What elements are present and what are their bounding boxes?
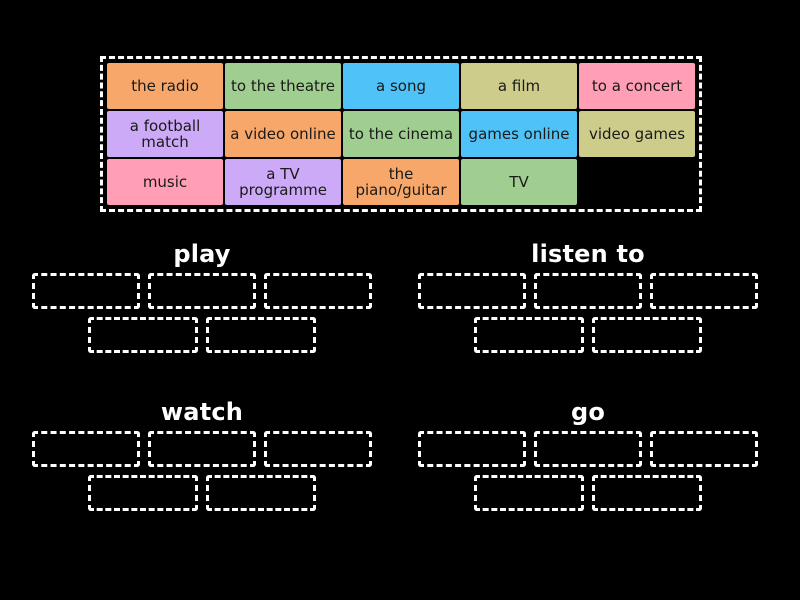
drop-slot[interactable] bbox=[592, 475, 702, 511]
category-title-watch: watch bbox=[160, 398, 244, 426]
drop-slot[interactable] bbox=[418, 431, 526, 467]
drop-slot[interactable] bbox=[264, 431, 372, 467]
category-group-go: go bbox=[408, 393, 768, 548]
drop-slots-go bbox=[408, 431, 768, 541]
word-tile[interactable]: to the cinema bbox=[343, 111, 459, 157]
category-title-play: play bbox=[173, 240, 231, 268]
drop-slot[interactable] bbox=[148, 431, 256, 467]
drop-slots-watch bbox=[22, 431, 382, 541]
drop-slot[interactable] bbox=[148, 273, 256, 309]
category-group-listen-to: listen to bbox=[408, 235, 768, 390]
word-tile[interactable]: the piano/guitar bbox=[343, 159, 459, 205]
word-tile[interactable]: games online bbox=[461, 111, 577, 157]
word-tile[interactable]: music bbox=[107, 159, 223, 205]
drop-slots-listen-to bbox=[408, 273, 768, 383]
word-tile[interactable]: a song bbox=[343, 63, 459, 109]
drop-slot-row bbox=[22, 273, 382, 309]
drop-slot[interactable] bbox=[650, 273, 758, 309]
category-group-play: play bbox=[22, 235, 382, 390]
word-tile[interactable]: a video online bbox=[225, 111, 341, 157]
drop-slot[interactable] bbox=[88, 317, 198, 353]
drop-slot[interactable] bbox=[418, 273, 526, 309]
word-tile[interactable]: video games bbox=[579, 111, 695, 157]
drop-slot[interactable] bbox=[534, 273, 642, 309]
drop-slot[interactable] bbox=[206, 317, 316, 353]
word-tile[interactable]: a football match bbox=[107, 111, 223, 157]
drop-slot-row bbox=[22, 475, 382, 511]
drop-slot[interactable] bbox=[650, 431, 758, 467]
drop-slot[interactable] bbox=[264, 273, 372, 309]
drop-slot-row bbox=[22, 317, 382, 353]
drop-slots-play bbox=[22, 273, 382, 383]
drop-slot[interactable] bbox=[474, 475, 584, 511]
drop-slot-row bbox=[408, 431, 768, 467]
drop-slot[interactable] bbox=[534, 431, 642, 467]
drop-slot-row bbox=[408, 475, 768, 511]
word-tile[interactable]: to the theatre bbox=[225, 63, 341, 109]
drop-slot-row bbox=[408, 273, 768, 309]
word-tile[interactable]: the radio bbox=[107, 63, 223, 109]
drop-slot[interactable] bbox=[32, 273, 140, 309]
drop-slot[interactable] bbox=[88, 475, 198, 511]
word-tile[interactable]: to a concert bbox=[579, 63, 695, 109]
drop-slot[interactable] bbox=[32, 431, 140, 467]
drop-slot-row bbox=[22, 431, 382, 467]
drop-slot-row bbox=[408, 317, 768, 353]
category-group-watch: watch bbox=[22, 393, 382, 548]
word-tile[interactable]: a film bbox=[461, 63, 577, 109]
category-title-listen-to: listen to bbox=[531, 240, 645, 268]
word-tile-empty bbox=[579, 159, 695, 205]
word-tile[interactable]: a TV programme bbox=[225, 159, 341, 205]
category-title-go: go bbox=[570, 398, 606, 426]
drop-slot[interactable] bbox=[474, 317, 584, 353]
drop-slot[interactable] bbox=[592, 317, 702, 353]
word-tile[interactable]: TV bbox=[461, 159, 577, 205]
drop-slot[interactable] bbox=[206, 475, 316, 511]
